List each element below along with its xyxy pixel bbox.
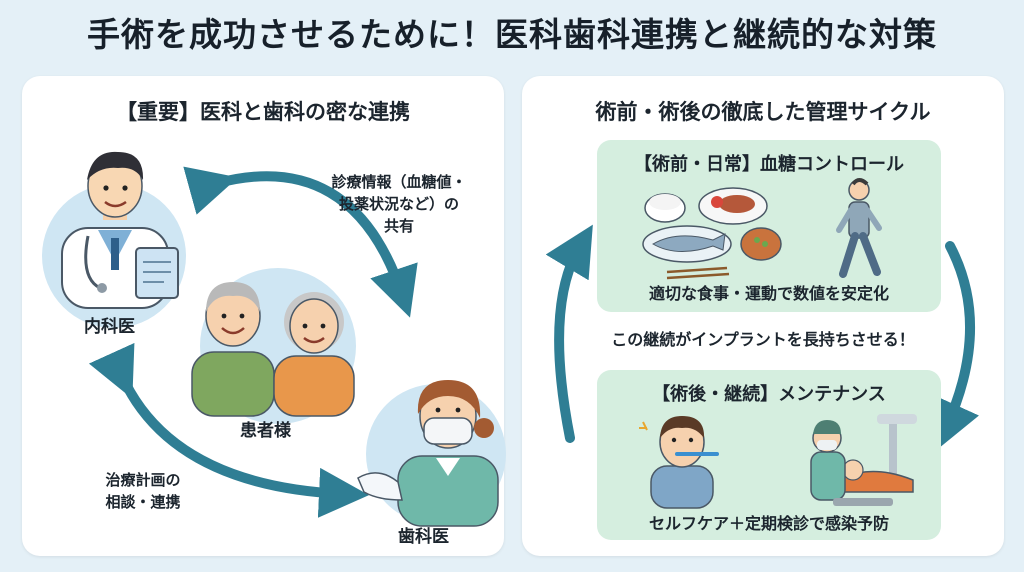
dental-checkup-icon [810,414,917,506]
main-title: 手術を成功させるために！医科歯科連携と継続的な対策 [87,15,937,54]
management-cycle-panel: 術前・術後の徹底した管理サイクル 【術前・日常】血糖コントロール [522,76,1004,556]
post-op-card: 【術後・継続】メンテナンス セルフケア＋定期検診で感染予防 [597,370,941,540]
collaboration-heading: 【重要】医科と歯科の密な連携 [116,100,410,124]
patients-label: 患者様 [240,421,291,441]
collaboration-arrows [88,166,418,518]
internist-illustration [61,151,179,309]
post-op-caption: セルフケア＋定期検診で感染予防 [648,514,889,533]
toothbrush-person-icon [639,416,719,509]
info-sharing-line-3: 共有 [383,216,414,235]
post-op-title: 【術後・継続】メンテナンス [652,384,886,405]
consult-line-2: 相談・連携 [105,492,181,511]
consult-text: 治療計画の 相談・連携 [78,470,208,514]
patients-illustration [191,282,355,417]
info-sharing-line-2: 投薬状況など）の [338,194,459,213]
continuation-message: この継続がインプラントを長持ちさせる！ [611,330,915,349]
info-sharing-line-1: 診療情報（血糖値・ [331,173,467,191]
info-sharing-text: 診療情報（血糖値・ 投薬状況など）の 共有 [304,172,494,237]
internist-label: 内科医 [84,317,135,337]
pre-op-title: 【術前・日常】血糖コントロール [634,154,904,175]
meal-icon [642,187,782,280]
dentist-label: 歯科医 [398,527,449,547]
pre-op-caption: 適切な食事・運動で数値を安定化 [648,284,889,303]
pre-op-card: 【術前・日常】血糖コントロール 適切な食事・運動で数値を安定化 [597,140,941,312]
cycle-arrows [545,224,980,451]
cycle-heading: 術前・術後の徹底した管理サイクル [595,100,931,124]
consult-line-1: 治療計画の [105,471,181,489]
collaboration-panel: 【重要】医科と歯科の密な連携 内科医 [22,76,506,556]
dentist-illustration [357,380,499,527]
walking-person-icon [836,178,882,278]
